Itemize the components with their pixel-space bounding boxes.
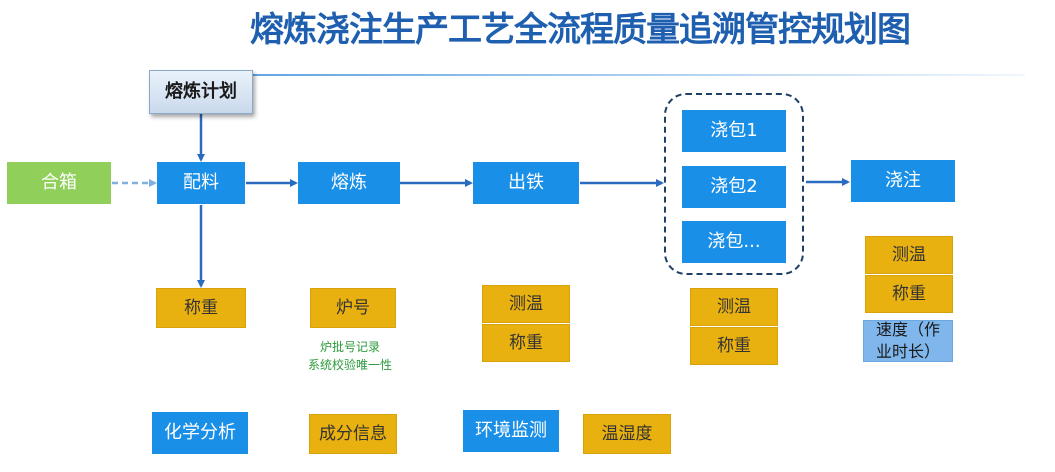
furnace-note-line-2: 系统校验唯一性: [307, 358, 392, 372]
param-speed: 速度（作业时长）: [863, 320, 953, 362]
title-underline: [205, 74, 1025, 76]
param-jiaozhu-temp: 测温: [865, 236, 953, 274]
ladle-group-frame: [664, 93, 804, 275]
chem-analysis-box: 化学分析: [152, 412, 248, 454]
env-monitor-box: 环境监测: [463, 410, 559, 452]
node-peiliao: 配料: [157, 162, 245, 204]
page-title: 熔炼浇注生产工艺全流程质量追溯管控规划图: [250, 10, 911, 50]
node-hexiang: 合箱: [7, 162, 111, 204]
node-jiaozhu: 浇注: [851, 160, 955, 202]
param-chutie-temp: 测温: [482, 285, 570, 323]
param-ladle-temp: 测温: [690, 288, 778, 326]
param-furnace-no: 炉号: [310, 288, 396, 328]
humidity-box: 温湿度: [583, 414, 671, 454]
node-ladle-1: 浇包1: [682, 110, 786, 152]
node-ladle-more: 浇包...: [682, 221, 786, 263]
node-chutie: 出铁: [473, 162, 579, 204]
param-ladle-weigh: 称重: [690, 327, 778, 365]
furnace-note-line-1: 炉批号记录: [319, 340, 380, 354]
param-peiliao-weigh: 称重: [156, 288, 246, 328]
composition-box: 成分信息: [309, 414, 397, 454]
node-ladle-2: 浇包2: [682, 166, 786, 208]
furnace-note: 炉批号记录 系统校验唯一性: [295, 338, 405, 374]
param-chutie-weigh: 称重: [482, 324, 570, 362]
node-ronglian: 熔炼: [298, 162, 400, 204]
param-jiaozhu-weigh: 称重: [865, 275, 953, 313]
smelting-plan-box: 熔炼计划: [149, 70, 253, 114]
